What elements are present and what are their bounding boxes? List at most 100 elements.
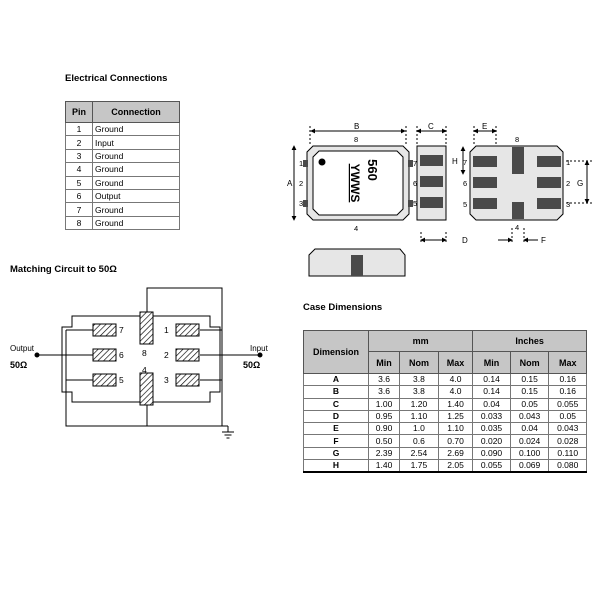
top-pad-7 bbox=[408, 160, 413, 167]
top-pad-5 bbox=[408, 200, 413, 207]
matching-pin-8-label: 8 bbox=[142, 348, 147, 358]
top-pin-3: 3 bbox=[299, 199, 303, 208]
matching-pad-2 bbox=[175, 348, 200, 362]
dim-d-label: D bbox=[462, 236, 468, 245]
dimension-value-cell: 2.39 bbox=[367, 446, 401, 461]
bottom-pad-6 bbox=[473, 177, 497, 188]
dim-f-label: F bbox=[541, 236, 546, 245]
dimension-value-cell: 0.090 bbox=[472, 446, 511, 461]
bottom-pin-3: 3 bbox=[566, 200, 570, 209]
connection-header: Connection bbox=[92, 101, 180, 123]
top-pin-8: 8 bbox=[354, 135, 358, 144]
bottom-pad-5 bbox=[473, 198, 497, 209]
input-impedance-label: 50Ω bbox=[243, 360, 260, 370]
dimension-value-cell: 2.54 bbox=[399, 446, 439, 461]
matching-pad-7 bbox=[92, 323, 117, 337]
pin1-dot bbox=[318, 158, 326, 166]
dimension-value-cell: 0.100 bbox=[509, 446, 550, 461]
matching-pin-4-label: 4 bbox=[142, 365, 147, 375]
side-pad-3 bbox=[420, 197, 443, 208]
pin-header: Pin bbox=[65, 101, 93, 123]
end-pad bbox=[351, 255, 363, 276]
dimension-value-cell: 0.055 bbox=[472, 459, 511, 474]
bottom-pin-1: 1 bbox=[566, 158, 570, 167]
bottom-pin-6: 6 bbox=[463, 179, 467, 188]
matching-pad-3 bbox=[175, 373, 200, 387]
dim-e-label: E bbox=[482, 122, 487, 131]
bottom-pin-2: 2 bbox=[566, 179, 570, 188]
side-pad-1 bbox=[420, 155, 443, 166]
output-impedance-label: 50Ω bbox=[10, 360, 27, 370]
package-end-view bbox=[308, 248, 406, 277]
side-pad-2 bbox=[420, 176, 443, 187]
bottom-pin-4: 4 bbox=[515, 223, 519, 232]
case-dimensions-title: Case Dimensions bbox=[303, 302, 383, 313]
matching-pad-8 bbox=[139, 311, 154, 345]
dimension-value-cell: 0.069 bbox=[509, 459, 550, 474]
dim-g-label: G bbox=[577, 179, 583, 188]
matching-pin-6-label: 6 bbox=[119, 350, 124, 360]
marking-date: YWWS bbox=[348, 164, 362, 203]
top-pin-7: 7 bbox=[413, 159, 417, 168]
subheader-min: Min bbox=[472, 351, 511, 374]
matching-pin-7-label: 7 bbox=[119, 325, 124, 335]
dim-c-label: C bbox=[428, 122, 434, 131]
top-pad-3 bbox=[303, 200, 308, 207]
bottom-pad-1 bbox=[537, 156, 561, 167]
input-label: Input bbox=[250, 344, 269, 353]
dimension-value-cell: 0.14 bbox=[472, 372, 511, 387]
connection-cell: Ground bbox=[92, 215, 180, 231]
dimension-name-cell: G bbox=[303, 446, 369, 461]
subheader-min: Min bbox=[367, 351, 401, 374]
dimension-value-cell: 1.20 bbox=[399, 397, 439, 411]
ground-wire bbox=[65, 287, 223, 427]
bottom-pad-3 bbox=[537, 198, 561, 209]
dimension-value-cell: 1.75 bbox=[399, 459, 439, 474]
bottom-pad-7 bbox=[473, 156, 497, 167]
dimension-value-cell: 3.8 bbox=[399, 385, 439, 399]
package-top-view bbox=[291, 126, 413, 221]
matching-pad-4 bbox=[139, 372, 154, 406]
bottom-pad-2 bbox=[537, 177, 561, 188]
top-pad-1 bbox=[303, 160, 308, 167]
dimension-value-cell: 0.080 bbox=[548, 459, 587, 474]
subheader-max: Max bbox=[437, 351, 474, 374]
electrical-connections-title: Electrical Connections bbox=[65, 73, 168, 84]
top-pin-4: 4 bbox=[354, 224, 358, 233]
inches-group-header: Inches bbox=[472, 330, 587, 352]
matching-pad-6 bbox=[92, 348, 117, 362]
package-bottom-view bbox=[460, 126, 592, 244]
dim-h-label: H bbox=[452, 157, 458, 166]
output-node bbox=[34, 352, 40, 358]
matching-pin-5-label: 5 bbox=[119, 375, 124, 385]
bottom-pin-5: 5 bbox=[463, 200, 467, 209]
top-pin-6: 6 bbox=[413, 179, 417, 188]
ground-symbol bbox=[222, 431, 234, 439]
package-side-view bbox=[416, 126, 447, 244]
matching-circuit bbox=[34, 287, 263, 439]
matching-pad-1 bbox=[175, 323, 200, 337]
dimension-value-cell: 0.110 bbox=[548, 446, 587, 461]
dimension-value-cell: 2.05 bbox=[437, 459, 474, 474]
dim-b-label: B bbox=[354, 122, 359, 131]
bottom-pad-8 bbox=[512, 147, 524, 174]
input-node bbox=[257, 352, 263, 358]
matching-pin-2-label: 2 bbox=[164, 350, 169, 360]
dim-a-label: A bbox=[287, 179, 293, 188]
bottom-pin-7: 7 bbox=[463, 158, 467, 167]
matching-pad-5 bbox=[92, 373, 117, 387]
top-pin-2: 2 bbox=[299, 179, 303, 188]
marking-code: 560 bbox=[365, 159, 380, 181]
matching-circuit-title: Matching Circuit to 50Ω bbox=[10, 264, 117, 275]
subheader-nom: Nom bbox=[399, 351, 439, 374]
bottom-pad-4 bbox=[512, 202, 524, 219]
